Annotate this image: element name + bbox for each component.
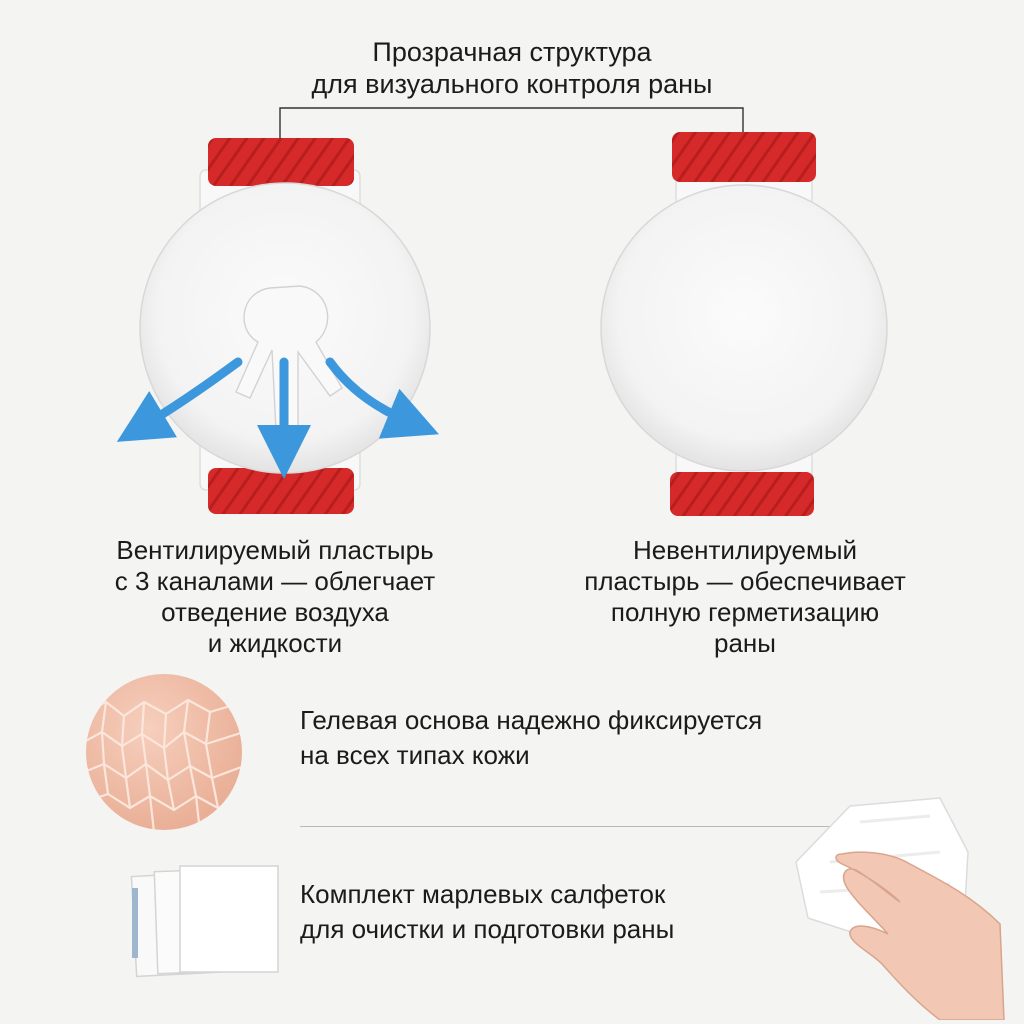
gel-feature-line-1: Гелевая основа надежно фиксируется [300, 705, 763, 735]
gel-feature-line-2: на всех типах кожи [300, 740, 530, 770]
ventilated-patch [139, 138, 431, 514]
gauze-stack-icon [130, 865, 279, 978]
hand-with-gauze-icon [795, 797, 1005, 1020]
header-title-line-2: для визуального контроля раны [311, 69, 713, 99]
ventilated-caption-line-2: с 3 каналами — облегчает [114, 566, 436, 596]
non-ventilated-caption-line-1: Невентилируемый [632, 535, 858, 565]
header-title: Прозрачная структура для визуального кон… [200, 36, 824, 100]
skin-texture-icon [86, 674, 242, 830]
bottom-red-tab [670, 472, 814, 516]
ventilated-caption-line-3: отведение воздуха [161, 597, 389, 627]
ventilated-caption-line-4: и жидкости [207, 628, 343, 658]
top-red-tab [672, 132, 816, 182]
non-ventilated-caption-line-2: пластырь — обеспечивает [584, 566, 906, 596]
arrow-left-icon [116, 357, 243, 442]
ventilated-caption: Вентилируемый пластырь с 3 каналами — об… [60, 535, 490, 659]
non-ventilated-caption-line-4: раны [714, 628, 776, 658]
top-red-tab [208, 138, 354, 186]
divider [300, 826, 840, 827]
non-ventilated-caption-line-3: полную герметизацию [610, 597, 880, 627]
gauze-feature-line-1: Комплект марлевых салфеток [300, 879, 666, 909]
gauze-feature-text: Комплект марлевых салфеток для очистки и… [300, 877, 860, 947]
gel-feature-text: Гелевая основа надежно фиксируется на вс… [300, 703, 920, 773]
arrow-right-icon [325, 357, 439, 439]
gauze-feature-line-2: для очистки и подготовки раны [300, 914, 675, 944]
bottom-red-tab [208, 468, 354, 514]
header-title-line-1: Прозрачная структура [372, 37, 652, 67]
non-ventilated-patch [600, 132, 888, 516]
non-ventilated-caption: Невентилируемый пластырь — обеспечивает … [535, 535, 955, 659]
air-flow-arrows [116, 357, 439, 479]
patches-illustration [116, 107, 888, 516]
ventilated-caption-line-1: Вентилируемый пластырь [116, 535, 434, 565]
